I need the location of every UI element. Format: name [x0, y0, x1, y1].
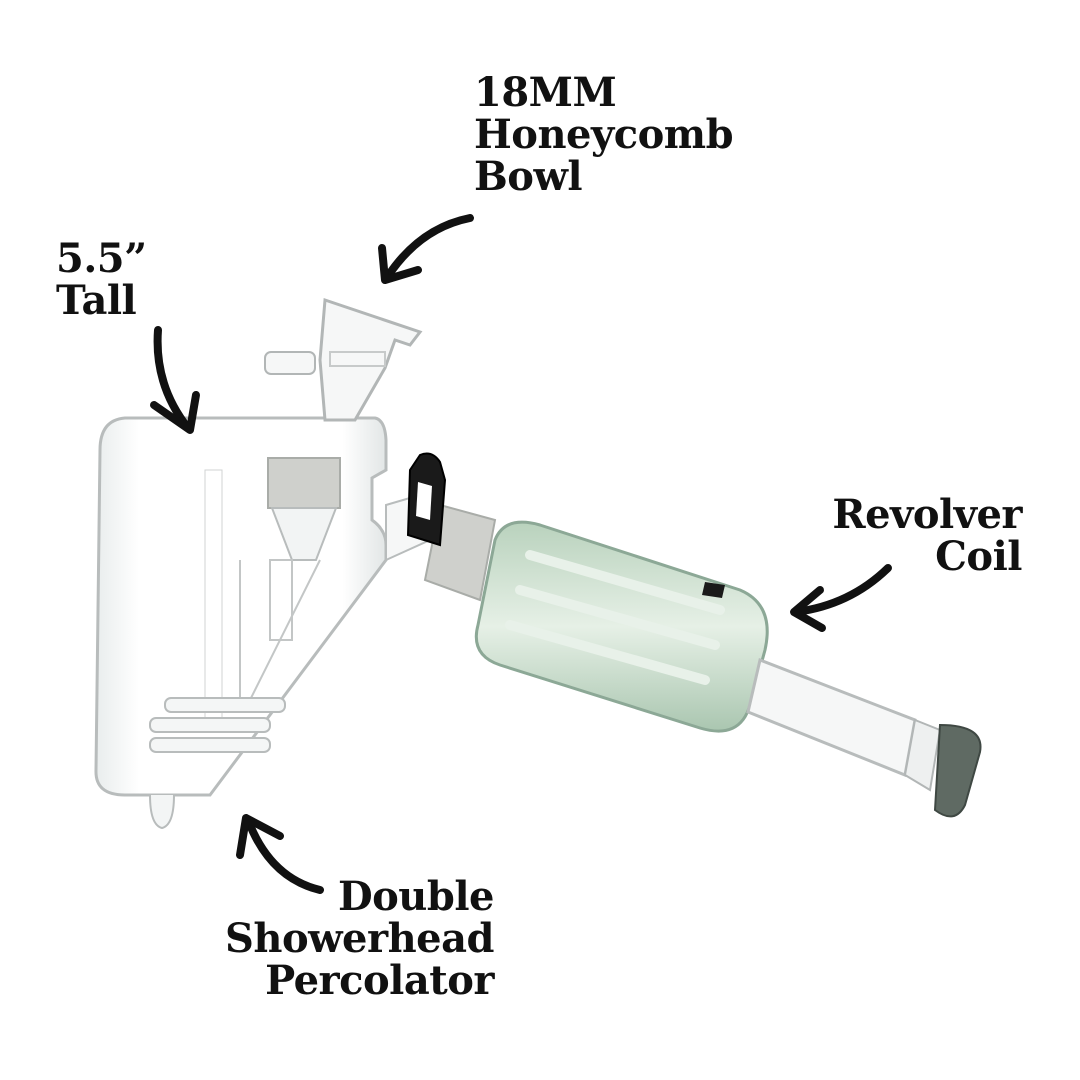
bowl-callout-line-3: Bowl [474, 153, 583, 200]
coil-callout-line-2: Coil [935, 533, 1022, 580]
percolator-callout-line-2: Showerhead [224, 915, 495, 962]
coil-callout: Revolver Coil [832, 494, 1022, 578]
coil-joint [385, 452, 497, 602]
curved-arrow-icon [150, 326, 200, 434]
bowl-callout-line-2: Honeycomb [474, 111, 734, 158]
percolator-callout: Double Showerhead Percolator [224, 873, 495, 1004]
honeycomb-bowl [264, 297, 423, 422]
height-callout-line-1: 5.5” [56, 235, 147, 282]
showerhead-percolator [149, 457, 341, 753]
percolator-callout-line-3: Percolator [265, 957, 494, 1004]
bowl-callout: 18MM Honeycomb Bowl [474, 69, 734, 200]
bowl-callout-line-1: 18MM [474, 69, 617, 116]
coil-callout-line-1: Revolver [832, 491, 1022, 538]
mouthpiece [746, 657, 982, 818]
curved-arrow-icon [378, 214, 474, 284]
height-callout-line-2: Tall [56, 277, 137, 324]
curved-arrow-icon [236, 814, 324, 894]
curved-arrow-icon [790, 564, 892, 632]
revolver-coil [474, 520, 769, 733]
percolator-callout-line-1: Double [337, 873, 495, 920]
height-callout: 5.5” Tall [56, 238, 147, 322]
